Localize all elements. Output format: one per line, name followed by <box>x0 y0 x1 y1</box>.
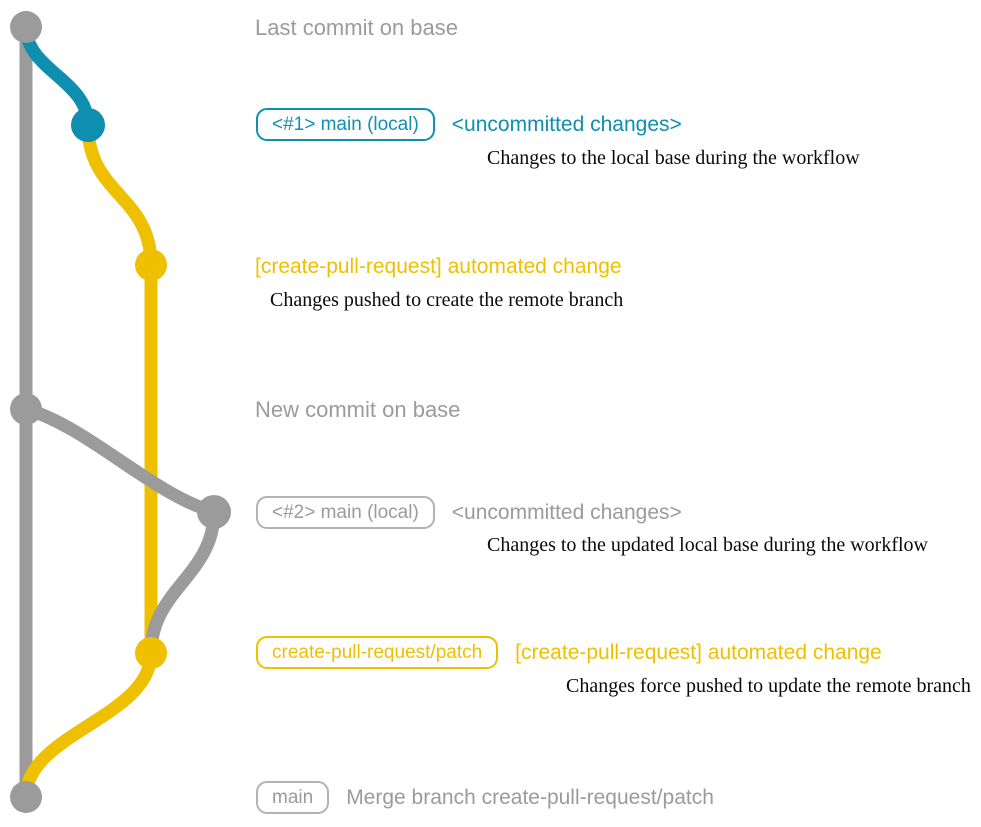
commit-node-merge <box>10 781 42 813</box>
edge-local1-to-remote1 <box>81 118 158 272</box>
commit-message-merge: Merge branch create-pull-request/patch <box>346 786 714 809</box>
row-local-2: <#2> main (local) <uncommitted changes> <box>256 496 682 529</box>
commit-subtext-3: Changes to the updated local base during… <box>487 534 928 556</box>
edge-base2-to-local2 <box>19 402 221 519</box>
commit-message-automated-change-1: [create-pull-request] automated change <box>255 255 622 278</box>
branch-label-main[interactable]: main <box>256 781 330 814</box>
commit-subtext-1: Changes to the local base during the wor… <box>487 147 860 169</box>
commit-message-uncommitted-changes-2: <uncommitted changes> <box>451 501 682 524</box>
commit-node-local-1 <box>71 108 105 142</box>
edge-remote2-to-merge <box>19 646 158 804</box>
row-remote-2: create-pull-request/patch [create-pull-r… <box>256 636 882 669</box>
edge-local2-to-remote2 <box>144 505 221 660</box>
commit-subtext-4: Changes force pushed to update the remot… <box>566 675 971 697</box>
edge-base-to-local1 <box>19 20 95 132</box>
commit-message-automated-change-2: [create-pull-request] automated change <box>515 641 882 664</box>
commit-message-uncommitted-changes-1: <uncommitted changes> <box>451 113 682 136</box>
commit-message-last-commit-on-base: Last commit on base <box>255 15 458 40</box>
branch-label-main-local-1[interactable]: <#1> main (local) <box>256 108 435 141</box>
row-local-1: <#1> main (local) <uncommitted changes> <box>256 108 682 141</box>
commit-node-remote-1 <box>135 249 167 281</box>
commit-nodes <box>10 11 231 813</box>
commit-node-base-1 <box>10 11 42 43</box>
branch-label-create-pull-request-patch[interactable]: create-pull-request/patch <box>256 636 499 669</box>
commit-message-new-commit-on-base: New commit on base <box>255 397 461 422</box>
commit-subtext-2: Changes pushed to create the remote bran… <box>270 289 624 311</box>
commit-node-remote-2 <box>135 637 167 669</box>
branch-label-main-local-2[interactable]: <#2> main (local) <box>256 496 435 529</box>
commit-node-base-2 <box>10 393 42 425</box>
row-merge: main Merge branch create-pull-request/pa… <box>256 781 714 814</box>
commit-node-local-2 <box>197 495 231 529</box>
